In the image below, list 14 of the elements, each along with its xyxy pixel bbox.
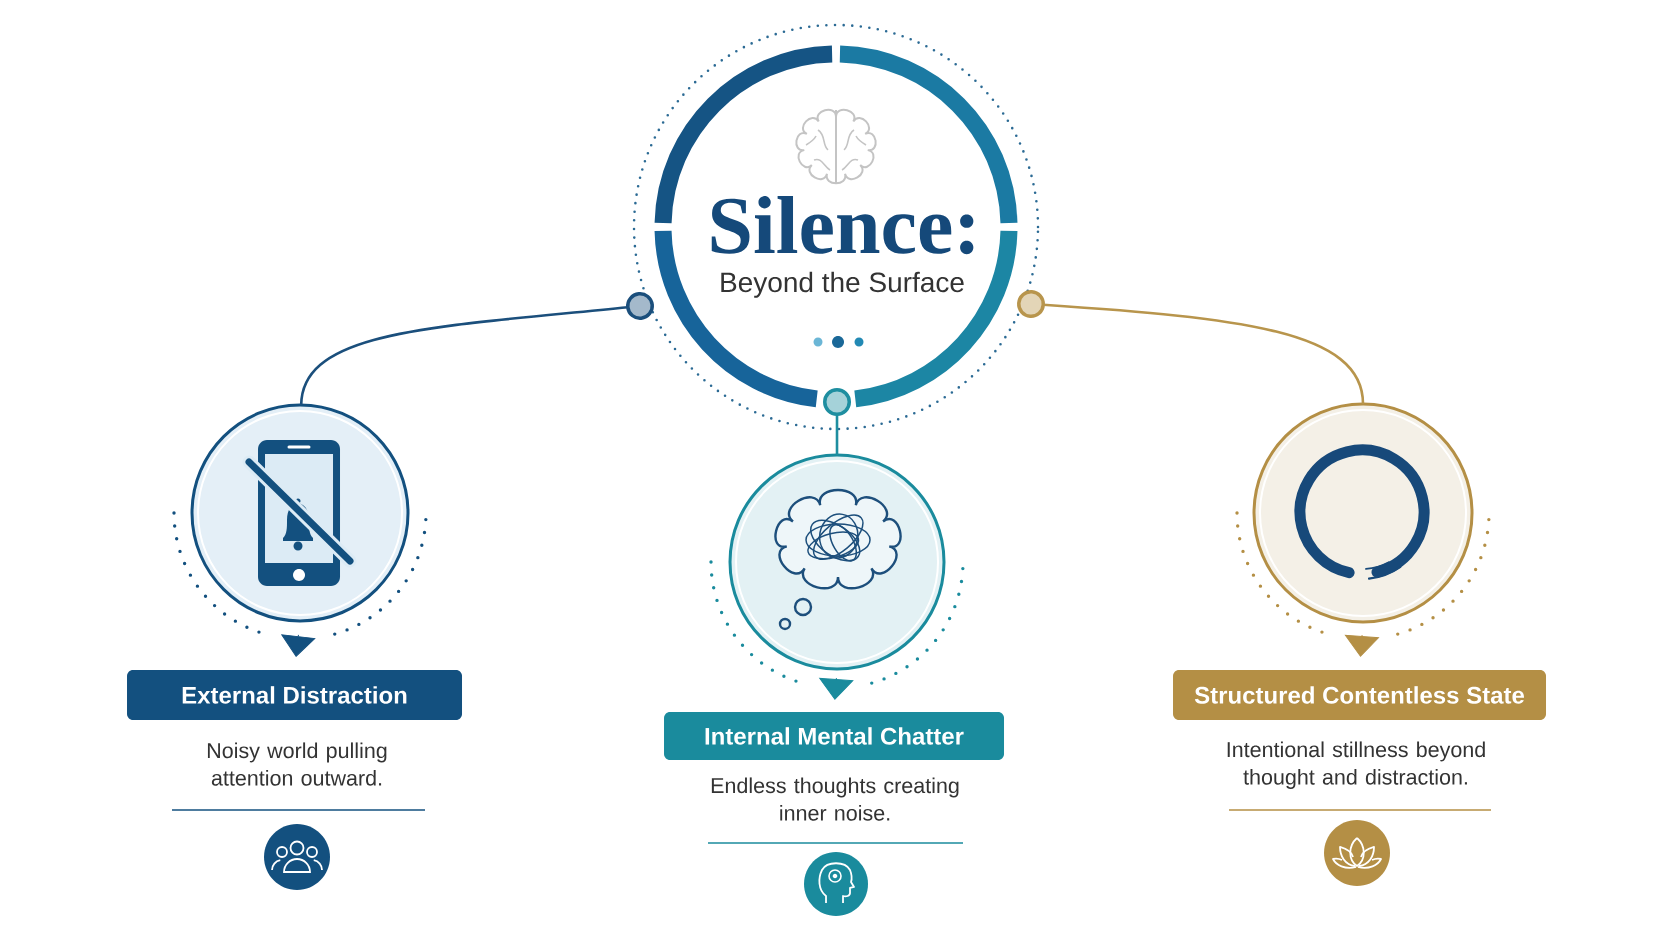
pointer-triangle [1344,634,1379,657]
title: Silence: [711,196,974,255]
subtitle: Beyond the Surface [721,271,964,298]
connector-line [299,292,654,406]
connector-line [1017,290,1365,405]
title-bar: Structured Contentless State [1173,670,1546,720]
description: Intentional stillness beyond thought and distraction. [1227,741,1485,789]
title-bar: External Distraction [127,670,462,720]
pointer-triangle [281,634,316,657]
title-bar: Internal Mental Chatter [664,712,1004,760]
description: Endless thoughts creating inner noise. [711,777,959,821]
description: Noisy world pulling attention outward. [207,742,387,786]
pointer-triangle [819,677,854,700]
connector-line [823,388,851,455]
